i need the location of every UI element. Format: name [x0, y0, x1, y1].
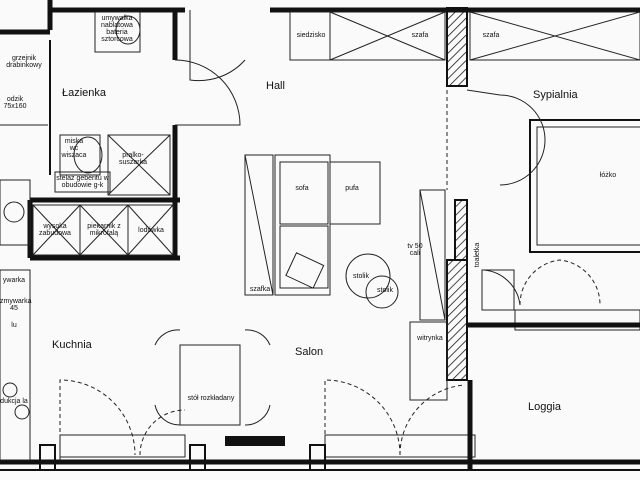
partition-wall-top [446, 7, 468, 87]
room-label-loggia: Loggia [528, 401, 562, 413]
fixture-umywalka: umywalka nablatowa bateria sztorcowa [101, 15, 133, 43]
room-label-kuchnia: Kuchnia [52, 339, 92, 351]
fixture-sofa: sofa [295, 185, 309, 192]
bathroom-fixtures [0, 11, 171, 196]
fixture-stolik-2: stolik [377, 287, 393, 294]
kitchen-units [0, 179, 174, 461]
living-furniture [154, 154, 515, 426]
room-label-salon: Salon [295, 346, 324, 358]
doors [59, 10, 601, 460]
fixture-stolik-1: stolik [353, 273, 369, 280]
fixture-szafa-bedroom: szafa [482, 32, 500, 39]
fixture-lozko: łóżko [599, 172, 617, 179]
fixture-plyta: dukcja la [0, 398, 28, 405]
partition-wall-mid [454, 199, 468, 261]
windows [39, 309, 640, 471]
room-label-sypialnia: Sypialnia [533, 89, 578, 101]
room-label-lazienka: Łazienka [62, 87, 107, 99]
room-label-hall: Hall [266, 80, 285, 92]
fixture-zmywarka-c: lu [11, 322, 17, 329]
fixture-szafka: szafka [249, 286, 271, 293]
fixture-pufa: pufa [345, 185, 359, 192]
fixture-zmywarka-b: zmywarka 45 [0, 298, 32, 312]
fixture-miska: miska wc wiszaca [61, 138, 87, 159]
radiator [225, 436, 285, 446]
fixture-stol: stół rozkładany [187, 395, 235, 402]
fixture-siedzisko: siedzisko [296, 32, 326, 39]
hall-wardrobe [289, 11, 640, 61]
fixture-tv: tv 50 cali [407, 243, 423, 257]
partition-wall-bottom [446, 259, 468, 381]
fixture-toaletka: toaletka [474, 242, 481, 268]
fixture-stelaz: stelaż geberitu w obudowie g-k [56, 175, 109, 189]
bed [529, 119, 640, 253]
fixture-grzejnik: grzejnik drabinkowy [6, 55, 42, 69]
fixture-szafa-hall: szafa [411, 32, 429, 39]
fixture-witrynka: witrynka [417, 335, 443, 342]
fixture-wysoka: wysoka zabudowa [39, 223, 71, 237]
fixture-brodzik: odzik 75x160 [3, 96, 27, 110]
fixture-piekarnik: piekarnik z mikrofalą [87, 223, 121, 237]
fixture-zmywarka-a: ywarka [2, 277, 26, 284]
fixture-pralko: pralko- suszarka [118, 152, 147, 166]
fixture-lodowka: lodówka [138, 227, 164, 234]
